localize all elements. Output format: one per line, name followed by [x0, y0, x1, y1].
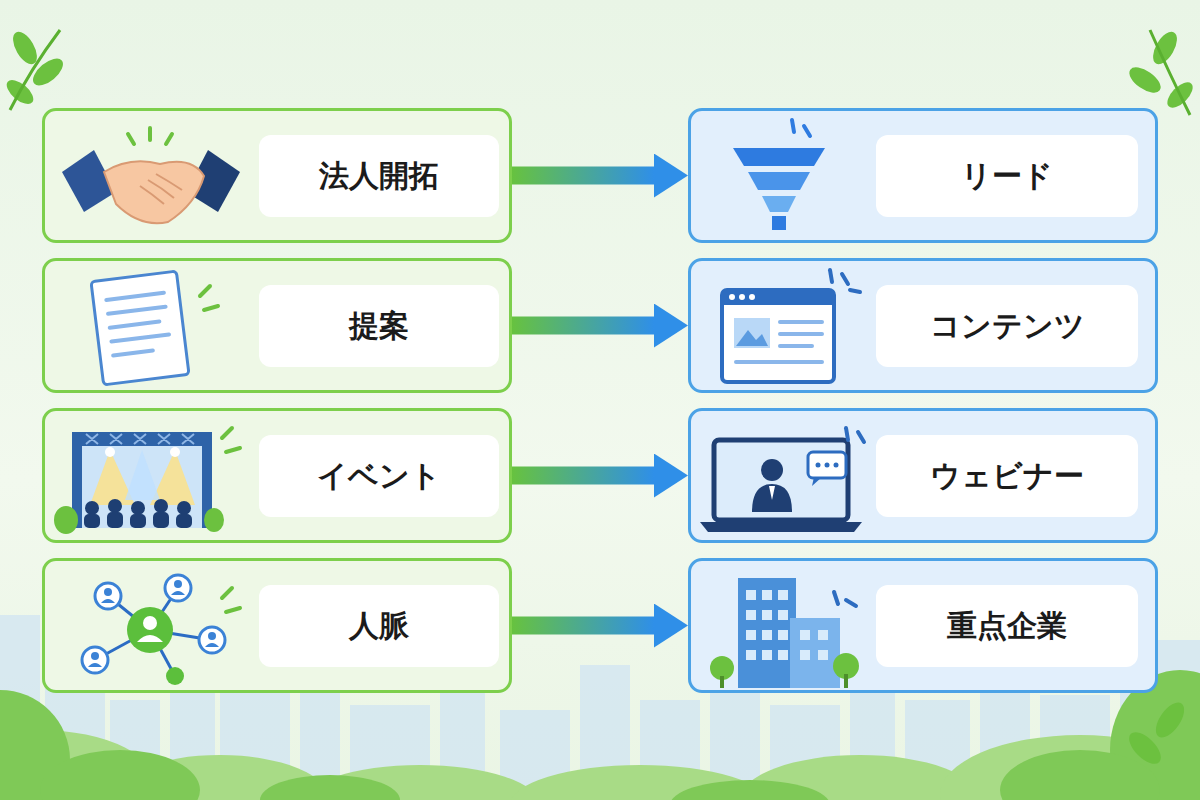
- activity-box: 提案: [42, 258, 512, 393]
- activity-box: 人脈: [42, 558, 512, 693]
- flow-arrow: [512, 467, 654, 485]
- activity-box: イベント: [42, 408, 512, 543]
- flow-arrow: [512, 617, 654, 635]
- box-label: 重点企業: [876, 585, 1138, 667]
- flow-arrow: [512, 167, 654, 185]
- channel-box: ウェビナー: [688, 408, 1158, 543]
- channel-box: コンテンツ: [688, 258, 1158, 393]
- box-label: リード: [876, 135, 1138, 217]
- box-label: 人脈: [259, 585, 499, 667]
- channel-box: 重点企業: [688, 558, 1158, 693]
- box-label: 法人開拓: [259, 135, 499, 217]
- activity-box: 法人開拓: [42, 108, 512, 243]
- box-label: ウェビナー: [876, 435, 1138, 517]
- box-label: 提案: [259, 285, 499, 367]
- box-label: コンテンツ: [876, 285, 1138, 367]
- box-label: イベント: [259, 435, 499, 517]
- flow-arrow: [512, 317, 654, 335]
- channel-box: リード: [688, 108, 1158, 243]
